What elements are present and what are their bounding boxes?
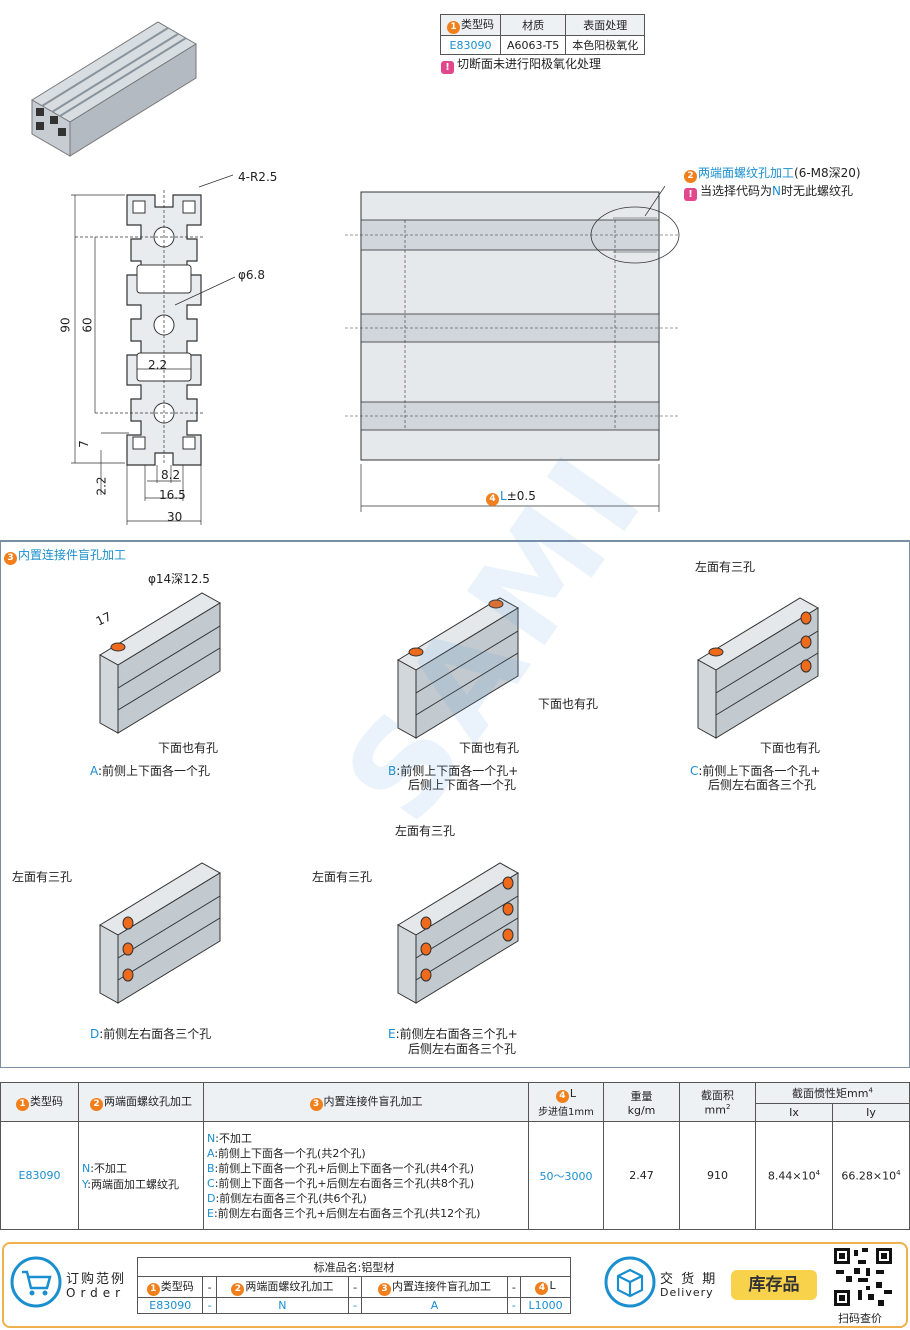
option-d-left: 左面有三孔 (12, 870, 73, 884)
option-c-left: 左面有三孔 (695, 560, 756, 574)
dim-r: 4-R2.5 (238, 170, 278, 184)
dim-hole: φ6.8 (238, 268, 265, 282)
dim-60: 60 (80, 317, 95, 333)
option-a-desc: A:前侧上下面各一个孔 (90, 764, 211, 778)
order-v-type: E83090 (136, 1297, 204, 1314)
main-h-ix: Ix (755, 1103, 833, 1122)
side-view-drawing (345, 185, 680, 512)
option-b-desc: B:前侧上下面各一个孔+ (388, 764, 519, 778)
option-e-top: 左面有三孔 (395, 824, 456, 838)
option-e-drawing (397, 862, 519, 1004)
order-v-sep1: - (202, 1297, 217, 1314)
order-title-en: Order (66, 1286, 126, 1300)
order-v-sep2: - (347, 1297, 363, 1314)
option-d-desc: D:前侧左右面各三个孔 (90, 1027, 212, 1041)
order-h-sep2: - (347, 1276, 363, 1298)
option-c-desc: C:前侧上下面各一个孔+ (690, 764, 821, 778)
order-v-thread: N (215, 1297, 349, 1314)
main-thread-opts: N:不加工 Y:两端面加工螺纹孔 (78, 1121, 204, 1230)
order-v-L: L1000 (520, 1297, 571, 1314)
option-c-desc2: 后侧左右面各三个孔 (708, 778, 817, 792)
thread-note: !当选择代码为N时无此螺纹孔 (684, 182, 853, 201)
main-h-iy: Iy (832, 1103, 910, 1122)
spec-surface: 本色阳极氧化 (565, 35, 646, 55)
main-ix: 8.44×104 (755, 1121, 833, 1230)
option-a-drawing (99, 592, 221, 734)
order-h-sep1: - (202, 1276, 217, 1298)
order-v-sep3: - (506, 1297, 522, 1314)
spec-header-material: 材质 (499, 14, 567, 36)
dim-90: 90 (58, 317, 73, 333)
option-b-below-right: 下面也有孔 (538, 697, 599, 711)
order-title-cn: 订购范例 (66, 1272, 127, 1287)
dim-2-2-left: 2.2 (94, 476, 109, 496)
spec-type-code: E83090 (440, 35, 501, 55)
option-d-drawing (99, 862, 221, 1004)
delivery-en: Delivery (660, 1286, 714, 1299)
dim-7: 7 (76, 440, 91, 448)
main-weight: 2.47 (603, 1121, 680, 1230)
main-type: E83090 (0, 1121, 79, 1230)
order-v-blind: A (361, 1297, 508, 1314)
option-c-drawing (697, 597, 819, 739)
order-std-name: 标准品名:铝型材 (137, 1257, 571, 1277)
main-h-inertia: 截面惯性矩mm4 (755, 1082, 910, 1104)
qr-label: 扫码查价 (838, 1312, 882, 1325)
cart-icon (10, 1256, 62, 1308)
main-L-range: 50～3000 (528, 1121, 604, 1230)
profile-3d-image (31, 21, 197, 157)
option-b-below: 下面也有孔 (459, 741, 520, 755)
dim-16-5: 16.5 (159, 488, 186, 502)
qr-code-image (832, 1246, 894, 1308)
option-a-dia: φ14深12.5 (148, 572, 210, 586)
main-blind-opts: N:不加工 A:前侧上下面各一个孔(共2个孔) B:前侧上下面各一个孔+后侧上下… (203, 1121, 529, 1230)
main-iy: 66.28×104 (832, 1121, 910, 1230)
option-a-below: 下面也有孔 (158, 741, 219, 755)
option-b-desc2: 后侧上下面各一个孔 (408, 778, 517, 792)
option-e-desc2: 后侧左右面各三个孔 (408, 1042, 517, 1056)
option-e-desc: E:前侧左右面各三个孔+ (388, 1027, 518, 1041)
spec-note: !切断面未进行阳极氧化处理 (441, 55, 601, 74)
top-panel (0, 0, 910, 541)
delivery-cn: 交 货 期 (660, 1272, 718, 1287)
stock-badge: 库存品 (731, 1270, 817, 1300)
main-area: 910 (679, 1121, 756, 1230)
order-h-sep3: - (506, 1276, 522, 1298)
cross-section-drawing (71, 174, 236, 525)
dim-2-2-inner: 2.2 (148, 358, 168, 372)
dim-8-2: 8.2 (161, 468, 181, 482)
dim-30: 30 (167, 510, 183, 524)
spec-header-surface: 表面处理 (565, 14, 646, 36)
option-b-drawing (397, 597, 519, 739)
option-c-below: 下面也有孔 (760, 741, 821, 755)
option-e-left: 左面有三孔 (312, 870, 373, 884)
spec-material: A6063-T5 (499, 35, 567, 55)
delivery-icon (604, 1256, 656, 1308)
order-box (2, 1242, 908, 1328)
